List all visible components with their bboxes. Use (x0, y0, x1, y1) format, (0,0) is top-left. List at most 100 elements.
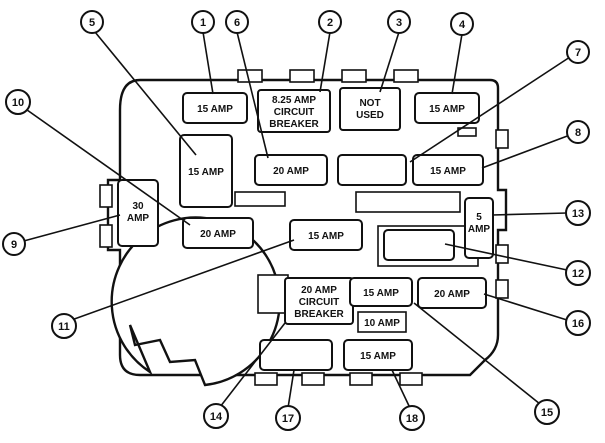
callout-3: 3 (387, 10, 411, 34)
bottom-tab (349, 372, 373, 386)
callout-15: 15 (534, 399, 560, 425)
svg-text:12: 12 (572, 268, 584, 280)
leader-15 (413, 302, 541, 405)
fuse-7 (337, 154, 407, 186)
top-tab (393, 69, 419, 83)
svg-text:1: 1 (200, 17, 206, 29)
fuse-1 (182, 92, 248, 124)
right-tab (495, 244, 509, 264)
svg-text:6: 6 (234, 17, 240, 29)
callout-11: 11 (51, 313, 77, 339)
fuse-6 (254, 154, 328, 186)
callout-18: 18 (399, 405, 425, 431)
callout-6: 6 (225, 10, 249, 34)
callout-17: 17 (275, 405, 301, 431)
top-tab (237, 69, 263, 83)
cb-20-line3: BREAKER (294, 309, 344, 320)
leader-9 (19, 214, 121, 243)
leader-17 (287, 369, 295, 409)
top-tab (289, 69, 315, 83)
fuse-6-label: 20 AMP (273, 166, 309, 177)
svg-text:2: 2 (327, 17, 333, 29)
bottom-tab (254, 372, 278, 386)
callout-12: 12 (565, 260, 591, 286)
fuse-18 (343, 339, 413, 371)
svg-text:18: 18 (406, 413, 418, 425)
leader-14 (219, 322, 286, 408)
fuse-17 (259, 339, 333, 371)
leader-2 (319, 31, 331, 93)
callout-2: 2 (318, 10, 342, 34)
fuse-11-label: 15 AMP (308, 231, 344, 242)
callout-5: 5 (80, 10, 104, 34)
callout-1: 1 (191, 10, 215, 34)
fuse-9 (117, 179, 159, 247)
bottom-tab (399, 372, 423, 386)
fuse-1-label: 15 AMP (197, 104, 233, 115)
fuse-4-label: 15 AMP (429, 104, 465, 115)
svg-text:13: 13 (572, 208, 584, 220)
cb-825-line3: BREAKER (269, 119, 319, 130)
callout-4: 4 (450, 12, 474, 36)
leader-16 (483, 293, 568, 321)
svg-text:11: 11 (58, 321, 70, 333)
leader-1 (202, 31, 214, 95)
svg-text:4: 4 (459, 19, 466, 31)
leader-13 (491, 212, 568, 216)
leader-3 (379, 31, 400, 93)
callout-13: 13 (565, 200, 591, 226)
svg-text:5: 5 (89, 17, 95, 29)
fuse-5 (179, 134, 233, 208)
svg-text:15: 15 (541, 407, 553, 419)
fuse-10amp-label: 10 AMP (364, 318, 400, 329)
fuse-13 (464, 197, 494, 259)
cb-825-line2: CIRCUIT (274, 107, 315, 118)
svg-text:3: 3 (396, 17, 402, 29)
bus-bar (355, 191, 461, 213)
svg-text:7: 7 (575, 47, 581, 59)
fuse-5-label: 15 AMP (188, 167, 224, 178)
fuse-8 (412, 154, 484, 186)
fuse-12 (383, 229, 455, 261)
fuse-16 (417, 277, 487, 309)
svg-text:9: 9 (11, 239, 17, 251)
leader-11 (65, 239, 295, 323)
bottom-tab (301, 372, 325, 386)
fuse-18-label: 15 AMP (360, 351, 396, 362)
not-used-line1: NOT (359, 98, 380, 109)
fuse-9-line1: 30 (132, 201, 144, 212)
right-tab (495, 279, 509, 299)
fuse-16-label: 20 AMP (434, 289, 470, 300)
left-tab (99, 224, 113, 248)
callout-10: 10 (5, 89, 31, 115)
bus-bar (234, 191, 286, 207)
leader-6 (236, 31, 269, 159)
leader-18 (391, 369, 411, 409)
callout-16: 16 (565, 310, 591, 336)
cb-20-tab (257, 274, 289, 314)
fuse-13-line2: AMP (468, 224, 491, 235)
leader-7 (409, 56, 571, 163)
leader-10 (19, 104, 191, 226)
fuse-8-clip (457, 127, 477, 137)
svg-text:10: 10 (12, 97, 24, 109)
circuit-breaker-8-25 (257, 89, 331, 133)
leader-5 (94, 31, 197, 156)
fuse-11 (289, 219, 363, 251)
fuse-15 (349, 277, 413, 307)
leader-12 (444, 243, 568, 271)
fuse-4 (414, 92, 480, 124)
left-tab (99, 184, 113, 208)
svg-text:16: 16 (572, 318, 584, 330)
not-used-line2: USED (356, 110, 384, 121)
fuse-8-label: 15 AMP (430, 166, 466, 177)
fuse-10amp (357, 311, 407, 333)
fuse-10 (182, 217, 254, 249)
leader-8 (481, 134, 571, 169)
callout-9: 9 (2, 232, 26, 256)
leader-4 (451, 33, 463, 95)
top-tab (341, 69, 367, 83)
fuse-9-line2: AMP (127, 213, 150, 224)
